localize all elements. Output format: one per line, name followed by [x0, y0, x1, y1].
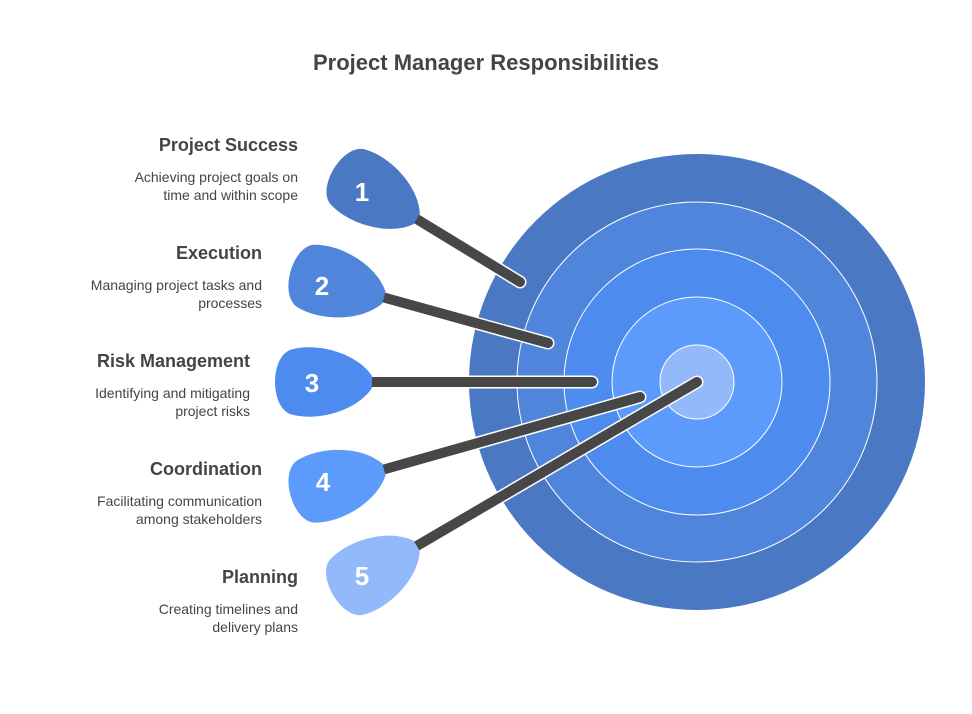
dart-1: 1	[326, 149, 527, 289]
dart-3: 3	[275, 347, 599, 417]
dart-shaft	[377, 392, 645, 475]
label-desc-line: delivery plans	[212, 619, 298, 635]
label-desc-line: processes	[198, 295, 262, 311]
label-desc-line: Managing project tasks and	[91, 277, 262, 293]
label-desc-line: Creating timelines and	[159, 601, 298, 617]
label-3: Risk Management Identifying and mitigati…	[95, 351, 250, 419]
label-desc-line: Facilitating communication	[97, 493, 262, 509]
dart-number: 2	[315, 271, 329, 301]
label-1: Project Success Achieving project goals …	[135, 135, 299, 203]
label-title: Execution	[176, 243, 262, 263]
dart-number: 1	[355, 177, 369, 207]
dart-flight	[326, 149, 420, 229]
label-title: Coordination	[150, 459, 262, 479]
label-title: Risk Management	[97, 351, 250, 371]
diagram-title: Project Manager Responsibilities	[313, 50, 659, 75]
label-title: Planning	[222, 567, 298, 587]
label-4: Coordination Facilitating communication …	[97, 459, 262, 527]
label-2: Execution Managing project tasks and pro…	[91, 243, 262, 311]
dart-number: 4	[316, 467, 331, 497]
dart-shaft	[410, 213, 525, 287]
dart-shaft	[410, 377, 702, 552]
dart-5: 5	[326, 375, 704, 616]
dart-shaft	[377, 292, 553, 348]
label-desc-line: Achieving project goals on	[135, 169, 298, 185]
label-desc-line: project risks	[175, 403, 250, 419]
dart-flight	[288, 244, 386, 318]
label-desc-line: among stakeholders	[136, 511, 262, 527]
dart-flight	[326, 535, 420, 616]
target	[469, 154, 925, 610]
dart-4: 4	[288, 390, 647, 523]
label-title: Project Success	[159, 135, 298, 155]
dart-flight	[275, 347, 372, 417]
dart-number: 3	[305, 368, 319, 398]
label-5: Planning Creating timelines and delivery…	[159, 567, 298, 635]
dart-flight	[288, 449, 386, 523]
dart-2: 2	[288, 244, 555, 350]
label-desc-line: Identifying and mitigating	[95, 385, 250, 401]
label-desc-line: time and within scope	[163, 187, 298, 203]
dart-number: 5	[355, 561, 369, 591]
